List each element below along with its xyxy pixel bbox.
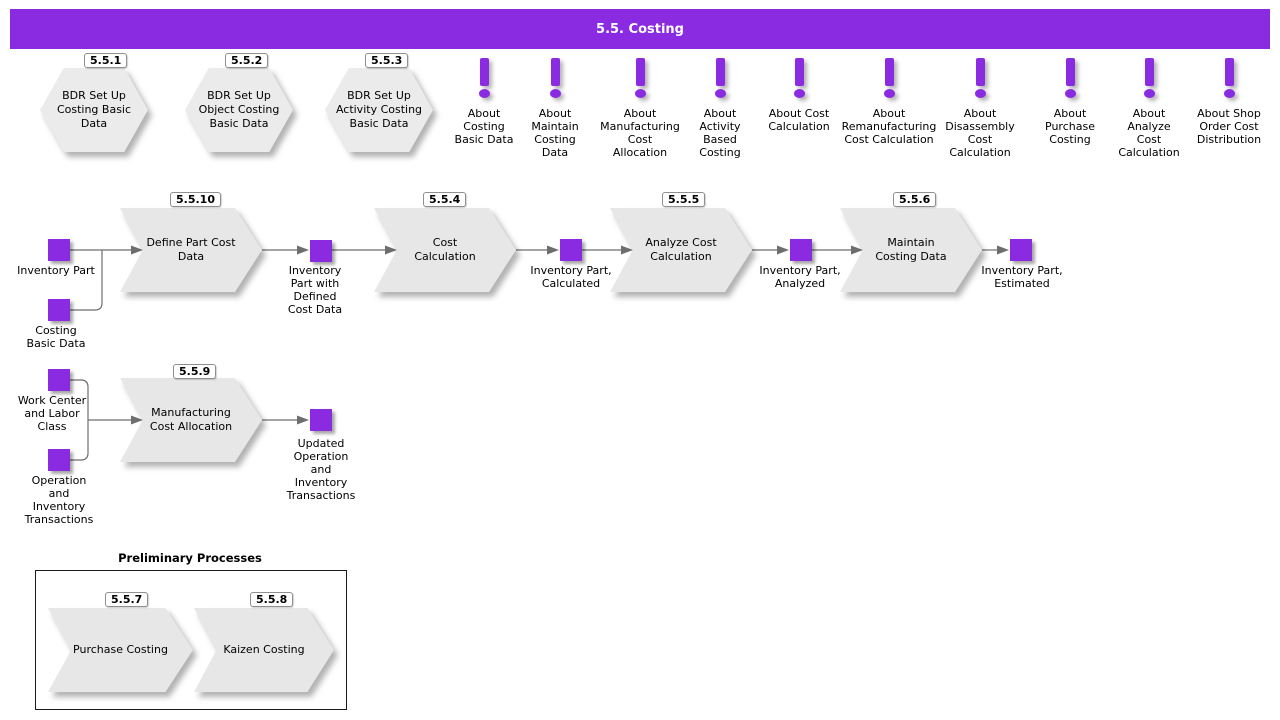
exclamation-icon <box>634 58 646 98</box>
about-shop-order-cost-distribution-link[interactable]: About Shop Order Cost Distribution <box>1174 58 1280 146</box>
process-badge[interactable]: 5.5.4 <box>423 192 467 207</box>
about-label: About Analyze Cost Calculation <box>1118 107 1180 159</box>
artifact-label: Inventory Part, Estimated <box>981 264 1063 290</box>
exclamation-icon <box>549 58 561 98</box>
artifact-label: Inventory Part <box>17 264 95 277</box>
exclamation-icon <box>1223 58 1235 98</box>
hexagon-bdr-object-costing[interactable]: BDR Set Up Object Costing Basic Data <box>185 68 293 152</box>
artifact-square-inventory-part-calculated[interactable] <box>560 239 582 261</box>
hexagon-label: BDR Set Up Costing Basic Data <box>40 68 148 152</box>
about-activity-based-costing-link[interactable]: About Activity Based Costing <box>665 58 775 159</box>
process-label: Cost Calculation <box>374 208 516 292</box>
artifact-label: Work Center and Labor Class <box>17 394 87 433</box>
process-define-part-cost-data[interactable]: Define Part Cost Data <box>120 208 262 292</box>
artifact-square-costing-basic-data[interactable] <box>48 299 70 321</box>
process-badge[interactable]: 5.5.7 <box>105 592 149 607</box>
process-badge[interactable]: 5.5.8 <box>250 592 294 607</box>
hexagon-bdr-activity-costing[interactable]: BDR Set Up Activity Costing Basic Data <box>325 68 433 152</box>
process-badge[interactable]: 5.5.6 <box>893 192 937 207</box>
artifact-label: Inventory Part with Defined Cost Data <box>287 264 343 316</box>
about-label: About Cost Calculation <box>768 107 830 133</box>
artifact-label: Updated Operation and Inventory Transact… <box>286 437 356 502</box>
process-maintain-costing-data[interactable]: Maintain Costing Data <box>840 208 982 292</box>
about-manufacturing-cost-allocation-link[interactable]: About Manufacturing Cost Allocation <box>585 58 695 159</box>
process-badge[interactable]: 5.5.10 <box>170 192 221 207</box>
process-cost-calculation[interactable]: Cost Calculation <box>374 208 516 292</box>
process-label: Maintain Costing Data <box>840 208 982 292</box>
process-label: Purchase Costing <box>48 608 193 692</box>
about-label: About Shop Order Cost Distribution <box>1196 107 1262 146</box>
process-label: Manufacturing Cost Allocation <box>120 378 262 462</box>
exclamation-icon <box>974 58 986 98</box>
hexagon-label: BDR Set Up Activity Costing Basic Data <box>325 68 433 152</box>
exclamation-icon <box>1143 58 1155 98</box>
exclamation-icon <box>478 58 490 98</box>
page-title: 5.5. Costing <box>10 9 1270 49</box>
hexagon-label: BDR Set Up Object Costing Basic Data <box>185 68 293 152</box>
process-manufacturing-cost-allocation[interactable]: Manufacturing Cost Allocation <box>120 378 262 462</box>
process-label: Kaizen Costing <box>194 608 334 692</box>
about-label: About Maintain Costing Data <box>531 107 579 159</box>
artifact-square-inventory-part[interactable] <box>48 239 70 261</box>
artifact-square-inventory-part-estimated[interactable] <box>1010 239 1032 261</box>
artifact-square-inventory-part-analyzed[interactable] <box>790 239 812 261</box>
process-analyze-cost-calculation[interactable]: Analyze Cost Calculation <box>610 208 752 292</box>
about-label: About Purchase Costing <box>1045 107 1095 146</box>
artifact-square-work-center-labor-class[interactable] <box>48 369 70 391</box>
about-label: About Activity Based Costing <box>699 107 741 159</box>
process-badge[interactable]: 5.5.9 <box>173 364 217 379</box>
process-badge[interactable]: 5.5.5 <box>662 192 706 207</box>
preliminary-processes-title: Preliminary Processes <box>118 551 262 565</box>
exclamation-icon <box>1064 58 1076 98</box>
process-purchase-costing[interactable]: Purchase Costing <box>48 608 193 692</box>
artifact-label: Inventory Part, Analyzed <box>759 264 841 290</box>
about-label: About Disassembly Cost Calculation <box>945 107 1015 159</box>
artifact-label: Costing Basic Data <box>26 324 86 350</box>
about-cost-calculation-link[interactable]: About Cost Calculation <box>744 58 854 133</box>
about-maintain-costing-data-link[interactable]: About Maintain Costing Data <box>500 58 610 159</box>
about-label: About Manufacturing Cost Allocation <box>600 107 680 159</box>
exclamation-icon <box>793 58 805 98</box>
process-badge[interactable]: 5.5.1 <box>84 53 128 68</box>
about-label: About Costing Basic Data <box>454 107 514 146</box>
about-label: About Remanufacturing Cost Calculation <box>841 107 937 146</box>
about-disassembly-cost-calculation-link[interactable]: About Disassembly Cost Calculation <box>925 58 1035 159</box>
hexagon-bdr-costing-basic-data[interactable]: BDR Set Up Costing Basic Data <box>40 68 148 152</box>
about-costing-basic-data-link[interactable]: About Costing Basic Data <box>429 58 539 146</box>
artifact-label: Operation and Inventory Transactions <box>24 474 94 526</box>
about-analyze-cost-calculation-link[interactable]: About Analyze Cost Calculation <box>1094 58 1204 159</box>
exclamation-icon <box>714 58 726 98</box>
process-badge[interactable]: 5.5.3 <box>365 53 409 68</box>
process-label: Analyze Cost Calculation <box>610 208 752 292</box>
process-badge[interactable]: 5.5.2 <box>225 53 269 68</box>
artifact-square-updated-operation-inventory-transactions[interactable] <box>310 409 332 431</box>
exclamation-icon <box>883 58 895 98</box>
about-remanufacturing-cost-calculation-link[interactable]: About Remanufacturing Cost Calculation <box>834 58 944 146</box>
artifact-square-operation-inventory-transactions[interactable] <box>48 449 70 471</box>
about-purchase-costing-link[interactable]: About Purchase Costing <box>1015 58 1125 146</box>
artifact-label: Inventory Part, Calculated <box>530 264 612 290</box>
process-label: Define Part Cost Data <box>120 208 262 292</box>
artifact-square-inventory-part-defined[interactable] <box>310 240 332 262</box>
process-kaizen-costing[interactable]: Kaizen Costing <box>194 608 334 692</box>
